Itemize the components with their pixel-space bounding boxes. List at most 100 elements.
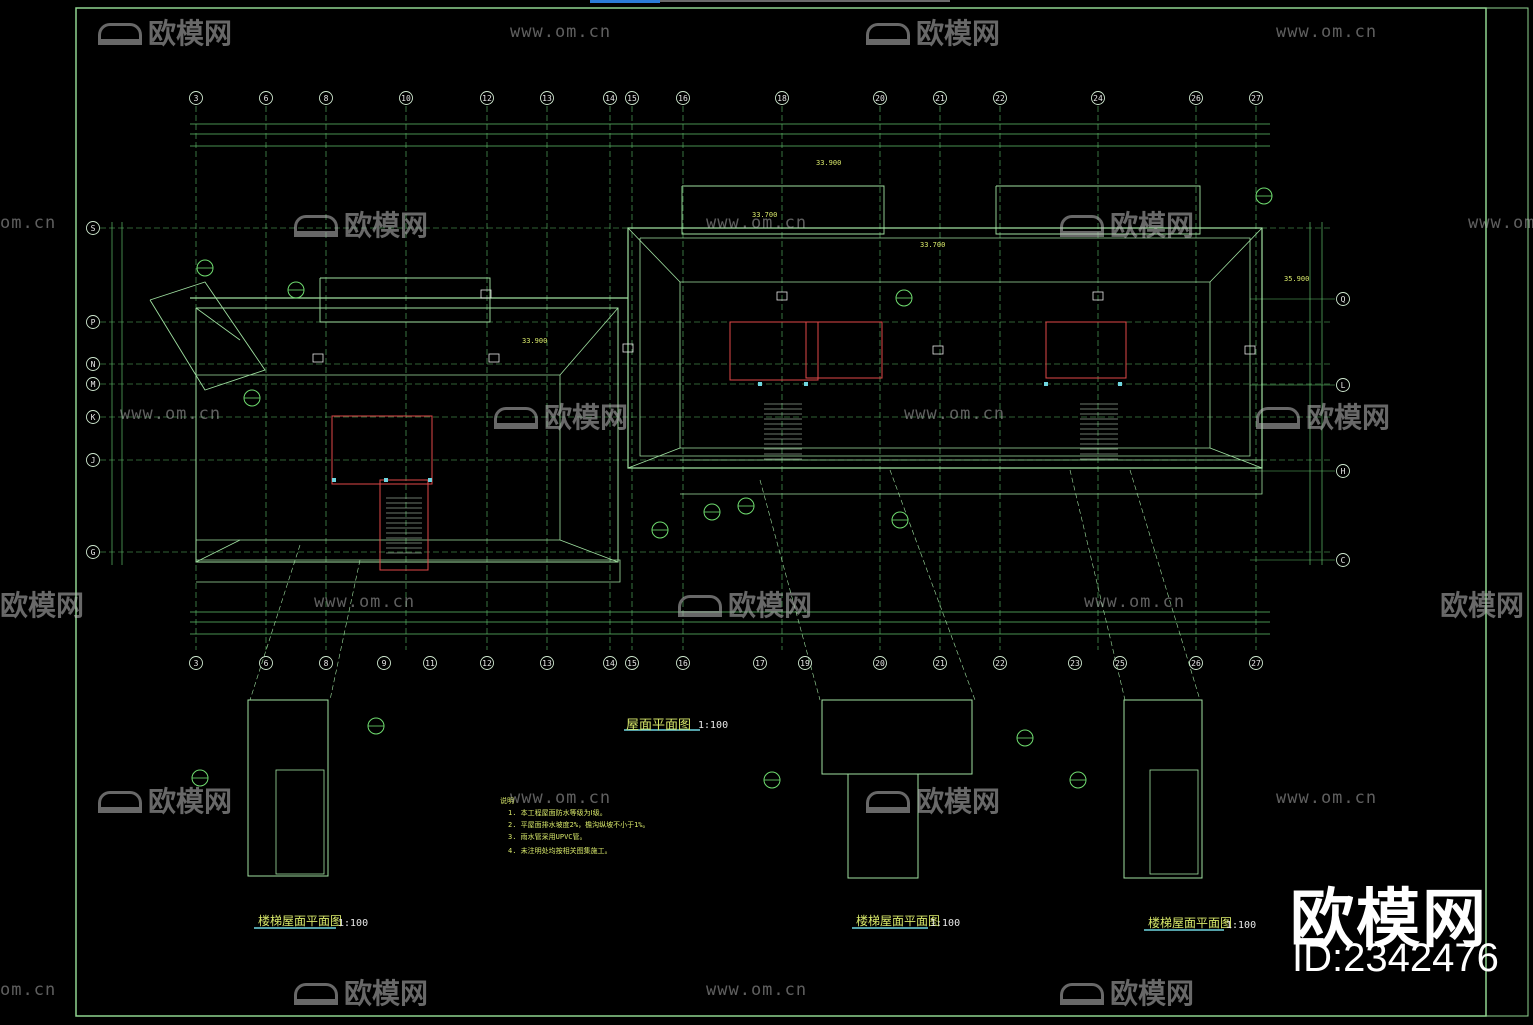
angled-wing bbox=[149, 281, 266, 391]
axis-bubble-bottom: 25 bbox=[1113, 656, 1127, 670]
axis-bubble-top: 27 bbox=[1249, 91, 1263, 105]
axis-bubble-circle bbox=[86, 453, 100, 467]
axis-bubble-circle bbox=[1336, 553, 1350, 567]
axis-bubble-label: 8 bbox=[324, 94, 329, 103]
axis-bubble-label: 27 bbox=[1251, 94, 1261, 103]
axis-bubble-label: 21 bbox=[935, 659, 945, 668]
axis-bubble-label: 6 bbox=[264, 659, 269, 668]
axis-bubble-bottom: 20 bbox=[873, 656, 887, 670]
axis-bubble-label: L bbox=[1341, 381, 1346, 390]
axis-bubble-label: 23 bbox=[1070, 659, 1080, 668]
watermark-brand: 欧模网 bbox=[98, 12, 232, 52]
elevation-tag: 35.900 bbox=[1284, 275, 1310, 283]
axis-bubble-label: P bbox=[91, 318, 96, 327]
axis-bubble-left: G bbox=[86, 545, 100, 559]
detail-view-outline bbox=[247, 699, 329, 877]
axis-bubble-top: 14 bbox=[603, 91, 617, 105]
axis-bubble-right: C bbox=[1336, 553, 1350, 567]
detail-index-marker bbox=[367, 717, 385, 735]
axis-bubble-label: J bbox=[91, 456, 96, 465]
roof-hip-line bbox=[627, 447, 681, 469]
axis-bubble-bottom: 27 bbox=[1249, 656, 1263, 670]
drawing-frame bbox=[75, 7, 1487, 1017]
axis-bubble-label: 27 bbox=[1251, 659, 1261, 668]
axis-bubble-circle bbox=[625, 656, 639, 670]
stair-core-outline bbox=[805, 321, 883, 379]
axis-bubble-label: K bbox=[91, 413, 96, 422]
detail-view-outline bbox=[821, 699, 973, 775]
axis-bubble-left: K bbox=[86, 410, 100, 424]
axis-bubble-circle bbox=[86, 357, 100, 371]
leader-line bbox=[1129, 469, 1201, 701]
roof-hip-line bbox=[559, 307, 619, 376]
watermark-url: www.om.cn bbox=[1276, 788, 1378, 808]
axis-bubble-circle bbox=[1336, 292, 1350, 306]
watermark-brand: 欧模网 bbox=[866, 12, 1000, 52]
axis-bubble-circle bbox=[993, 91, 1007, 105]
axis-bubble-circle bbox=[1113, 656, 1127, 670]
detail-index-marker bbox=[891, 511, 909, 529]
axis-bubble-circle bbox=[625, 91, 639, 105]
axis-bubble-circle bbox=[377, 656, 391, 670]
detail-index-marker bbox=[196, 259, 214, 277]
elevation-tag: 33.900 bbox=[816, 159, 842, 167]
roof-drain-marker bbox=[480, 289, 492, 299]
leader-line bbox=[889, 469, 976, 701]
watermark-url: www.om.cn bbox=[904, 404, 1006, 424]
watermark-url: www.om.cn bbox=[1468, 213, 1533, 233]
axis-bubble-label: H bbox=[1341, 467, 1346, 476]
axis-bubble-top: 26 bbox=[1189, 91, 1203, 105]
axis-bubble-circle bbox=[753, 656, 767, 670]
detail-index-marker bbox=[895, 289, 913, 307]
watermark-url: www.om.cn bbox=[1084, 592, 1186, 612]
column-marker bbox=[804, 382, 808, 386]
detail-index-marker bbox=[191, 769, 209, 787]
stair-roof-scale-1: 1:100 bbox=[338, 918, 369, 929]
stair-roof-title-3: 楼梯屋面平面图 bbox=[1148, 916, 1233, 930]
axis-bubble-label: M bbox=[91, 380, 96, 389]
axis-bubble-label: Q bbox=[1341, 295, 1346, 304]
sofa-icon bbox=[294, 983, 338, 1005]
axis-bubble-circle bbox=[603, 656, 617, 670]
axis-bubble-left: J bbox=[86, 453, 100, 467]
detail-index-marker bbox=[243, 389, 261, 407]
roof-hip-line bbox=[195, 539, 241, 563]
sofa-icon bbox=[294, 215, 338, 237]
watermark-brand-partial: 欧模网 bbox=[0, 589, 85, 622]
axis-bubble-circle bbox=[86, 545, 100, 559]
axis-bubble-circle bbox=[1336, 378, 1350, 392]
detail-view-outline bbox=[1123, 699, 1203, 879]
axis-bubble-bottom: 21 bbox=[933, 656, 947, 670]
column-marker bbox=[428, 478, 432, 482]
watermark-brand: 欧模网 bbox=[1060, 204, 1194, 244]
axis-bubble-circle bbox=[873, 91, 887, 105]
axis-bubble-top: 21 bbox=[933, 91, 947, 105]
stair-core-outline bbox=[379, 479, 429, 571]
axis-bubble-label: 6 bbox=[264, 94, 269, 103]
axis-bubble-top: 6 bbox=[259, 91, 273, 105]
notes-heading: 说明 bbox=[500, 797, 514, 805]
axis-bubble-circle bbox=[798, 656, 812, 670]
axis-bubble-label: 20 bbox=[875, 94, 885, 103]
roof-parapet-3 bbox=[319, 277, 491, 323]
axis-bubble-label: 26 bbox=[1191, 94, 1201, 103]
watermark-brand: 欧模网 bbox=[1060, 972, 1194, 1012]
axis-bubble-bottom: 3 bbox=[189, 656, 203, 670]
axis-bubble-circle bbox=[775, 91, 789, 105]
axis-bubble-bottom: 26 bbox=[1189, 656, 1203, 670]
leader-line bbox=[759, 479, 821, 701]
sofa-icon bbox=[494, 407, 538, 429]
roof-inner-right bbox=[639, 237, 1251, 457]
axis-bubble-circle bbox=[993, 656, 1007, 670]
elevation-tag: 33.700 bbox=[752, 211, 778, 219]
title-block-frame bbox=[1485, 7, 1529, 1017]
roof-parapet-2 bbox=[995, 185, 1201, 235]
axis-bubble-label: S bbox=[91, 224, 96, 233]
axis-bubble-label: 12 bbox=[482, 659, 492, 668]
watermark-brand: 欧模网 bbox=[678, 584, 812, 624]
detail-index-marker bbox=[651, 521, 669, 539]
axis-bubble-right: H bbox=[1336, 464, 1350, 478]
stair-roof-scale-3: 1:100 bbox=[1226, 920, 1257, 931]
axis-bubble-circle bbox=[86, 410, 100, 424]
watermark-url: www.om.cn bbox=[510, 22, 612, 42]
